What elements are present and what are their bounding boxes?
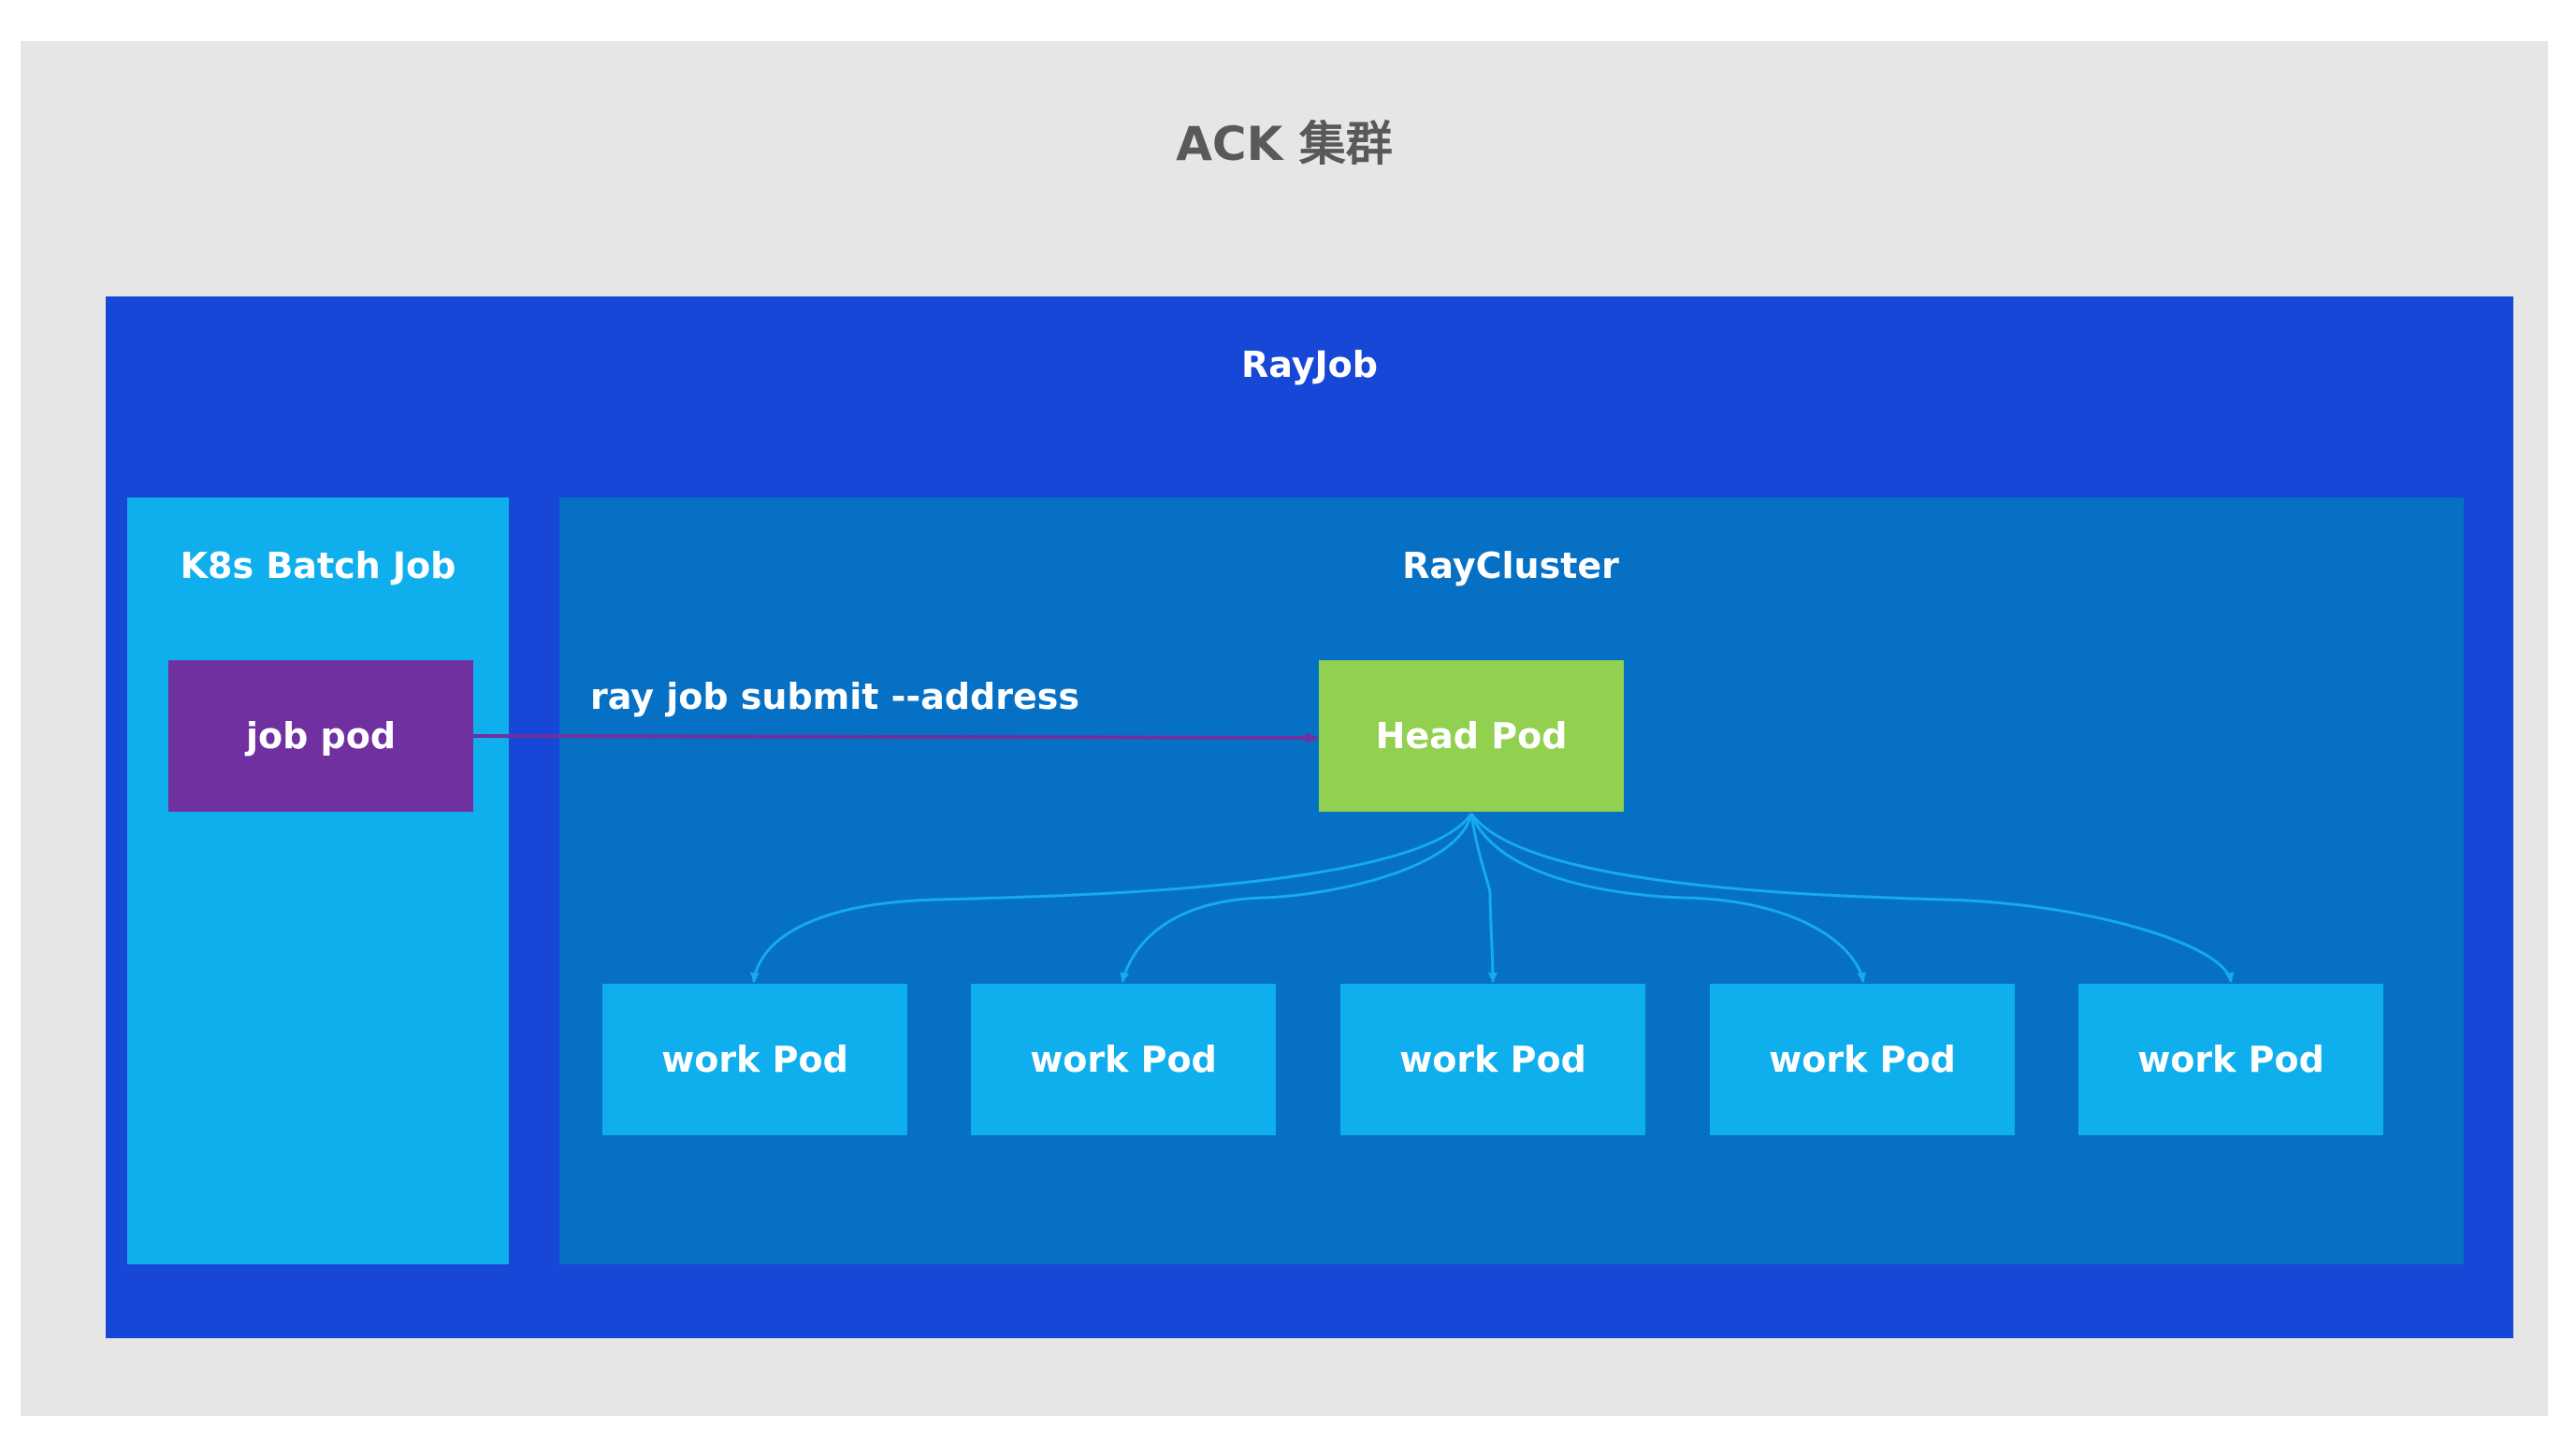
k8s-batch-job-title: K8s Batch Job: [180, 545, 456, 586]
raycluster-title: RayCluster: [1402, 545, 1619, 586]
work-pod: work Pod: [1340, 984, 1645, 1135]
head-to-work-link-5: [1469, 813, 2235, 983]
head-pod-label: Head Pod: [1375, 715, 1568, 757]
head-to-work-link-4: [1469, 813, 1867, 983]
raycluster-container: [559, 497, 2464, 1264]
rayjob-title: RayJob: [1241, 344, 1378, 385]
ack-cluster-title: ACK 集群: [1176, 117, 1393, 171]
work-pod: work Pod: [602, 984, 907, 1135]
work-pod-label: work Pod: [1769, 1039, 1956, 1080]
work-pod-label: work Pod: [1030, 1039, 1217, 1080]
submit-command-label: ray job submit --address: [590, 676, 1080, 717]
job-pod-label: job pod: [245, 715, 397, 757]
work-pod: work Pod: [971, 984, 1276, 1135]
submit-arrow: [472, 731, 1318, 743]
work-pod: work Pod: [2078, 984, 2383, 1135]
work-pod-label: work Pod: [2137, 1039, 2324, 1080]
head-to-work-link-1: [750, 813, 1473, 983]
work-pod-label: work Pod: [661, 1039, 848, 1080]
work-pod: work Pod: [1710, 984, 2015, 1135]
head-pod: Head Pod: [1319, 660, 1624, 812]
job-pod: job pod: [168, 660, 473, 812]
head-to-work-link-3: [1469, 813, 1498, 983]
work-pod-label: work Pod: [1399, 1039, 1586, 1080]
k8s-batch-job-container: [127, 497, 509, 1264]
head-to-work-link-2: [1120, 813, 1473, 983]
